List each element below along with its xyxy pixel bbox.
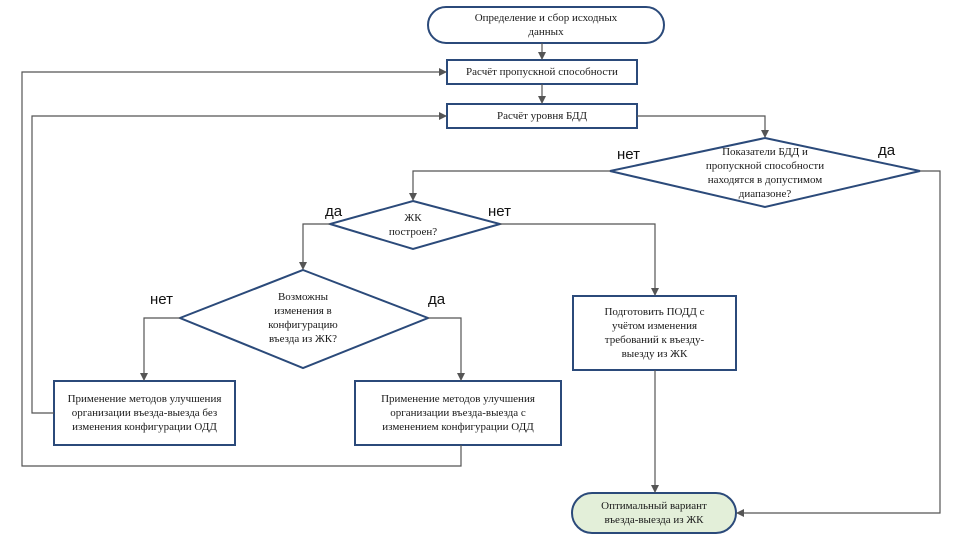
safety-calc-label: Расчёт уровня БДД [497,110,587,122]
config-decision-label: Возможны изменения в конфигурацию въезда… [268,291,338,345]
range-decision-diamond [609,136,921,209]
safety-calc-box [446,103,638,129]
connector-config-yes-to-method-with [428,317,465,381]
built-decision-diamond [326,199,504,251]
start-label: Определение и сбор исходных данных [474,12,618,38]
method-with-change-label: Применение методов улучшения организации… [381,393,535,433]
config-yes-branch-label: да [428,291,446,308]
connector-built-yes-to-config [299,223,330,270]
built-decision-label: ЖК построен? [388,212,438,238]
capacity-calc-box [446,59,638,85]
connector-range-yes-to-end [736,170,941,517]
method-without-change-box [53,380,236,446]
end-label: Оптимальный вариант въезда-выезда из ЖК [601,500,707,526]
connector-safety-to-range [637,115,769,138]
connector-built-no-to-podd [500,223,659,296]
built-yes-branch-label: да [325,203,343,220]
connector-config-no-to-method-without [140,317,180,381]
range-no-branch-label: нет [617,146,640,163]
config-no-branch-label: нет [150,291,173,308]
method-with-change-box [354,380,562,446]
config-decision-diamond [177,268,431,370]
range-yes-branch-label: да [878,142,896,159]
range-decision-label: Показатели БДД и пропускной способности … [705,146,825,200]
method-without-change-label: Применение методов улучшения организации… [67,393,222,433]
start-terminal-shape [427,6,665,44]
prepare-podd-label: Подготовить ПОДД с учётом изменения треб… [604,306,705,360]
built-no-branch-label: нет [488,203,511,220]
connector-range-no-to-built [409,170,610,201]
connector-method-with-loop-to-capacity [21,68,462,467]
capacity-calc-label: Расчёт пропускной способности [466,66,618,78]
connector-method-without-loop-to-safety [31,112,447,414]
